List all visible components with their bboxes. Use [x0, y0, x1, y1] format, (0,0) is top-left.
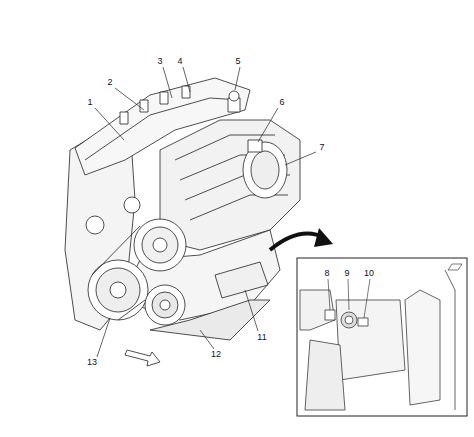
callout-number: 4 [176, 56, 183, 66]
callout-number: 3 [156, 56, 163, 66]
callout-number: 5 [234, 56, 241, 66]
callout-number: 10 [363, 268, 375, 278]
callout-number: 9 [343, 268, 350, 278]
callout-number: 6 [278, 97, 285, 107]
callout-number: 2 [106, 77, 113, 87]
callout-number: 13 [86, 357, 98, 367]
callout-number: 8 [323, 268, 330, 278]
callout-number: 1 [86, 97, 93, 107]
callout-number: 11 [256, 332, 267, 342]
callout-number: 7 [318, 142, 325, 152]
callout-number: 12 [210, 349, 222, 359]
